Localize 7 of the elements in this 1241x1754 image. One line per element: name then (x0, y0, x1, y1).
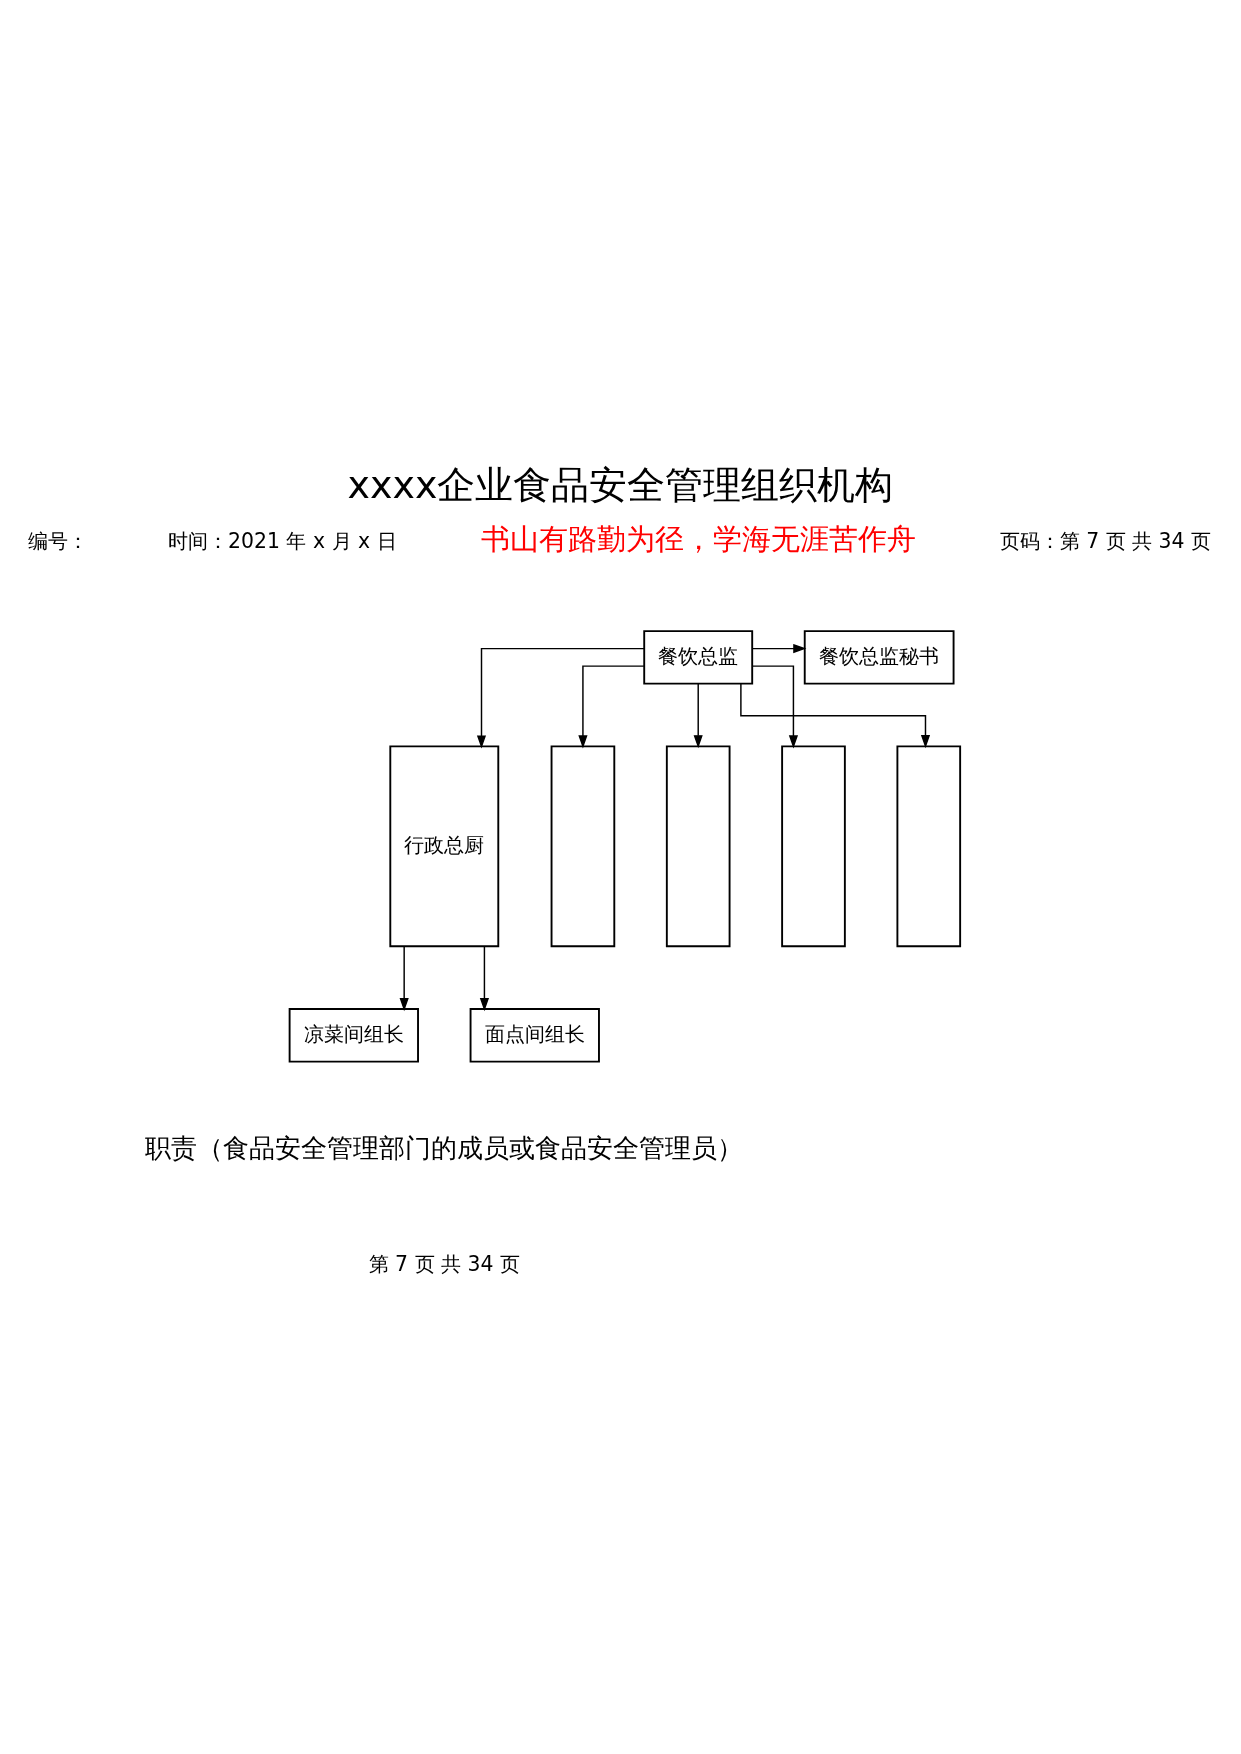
label: 书山有路勤为径，学海无涯苦作舟 (480, 522, 916, 557)
label: 时间：2021 年 x 月 x 日 (168, 528, 397, 553)
label: 职责（食品安全管理部门的成员或食品安全管理员） (145, 1133, 744, 1164)
label: 第 7 页 共 34 页 (368, 1252, 520, 1277)
diagram-title: xxxx企业食品安全管理组织机构 (347, 463, 894, 508)
label: 编号： (27, 528, 88, 553)
label: 页码：第 7 页 共 34 页 (999, 528, 1212, 553)
